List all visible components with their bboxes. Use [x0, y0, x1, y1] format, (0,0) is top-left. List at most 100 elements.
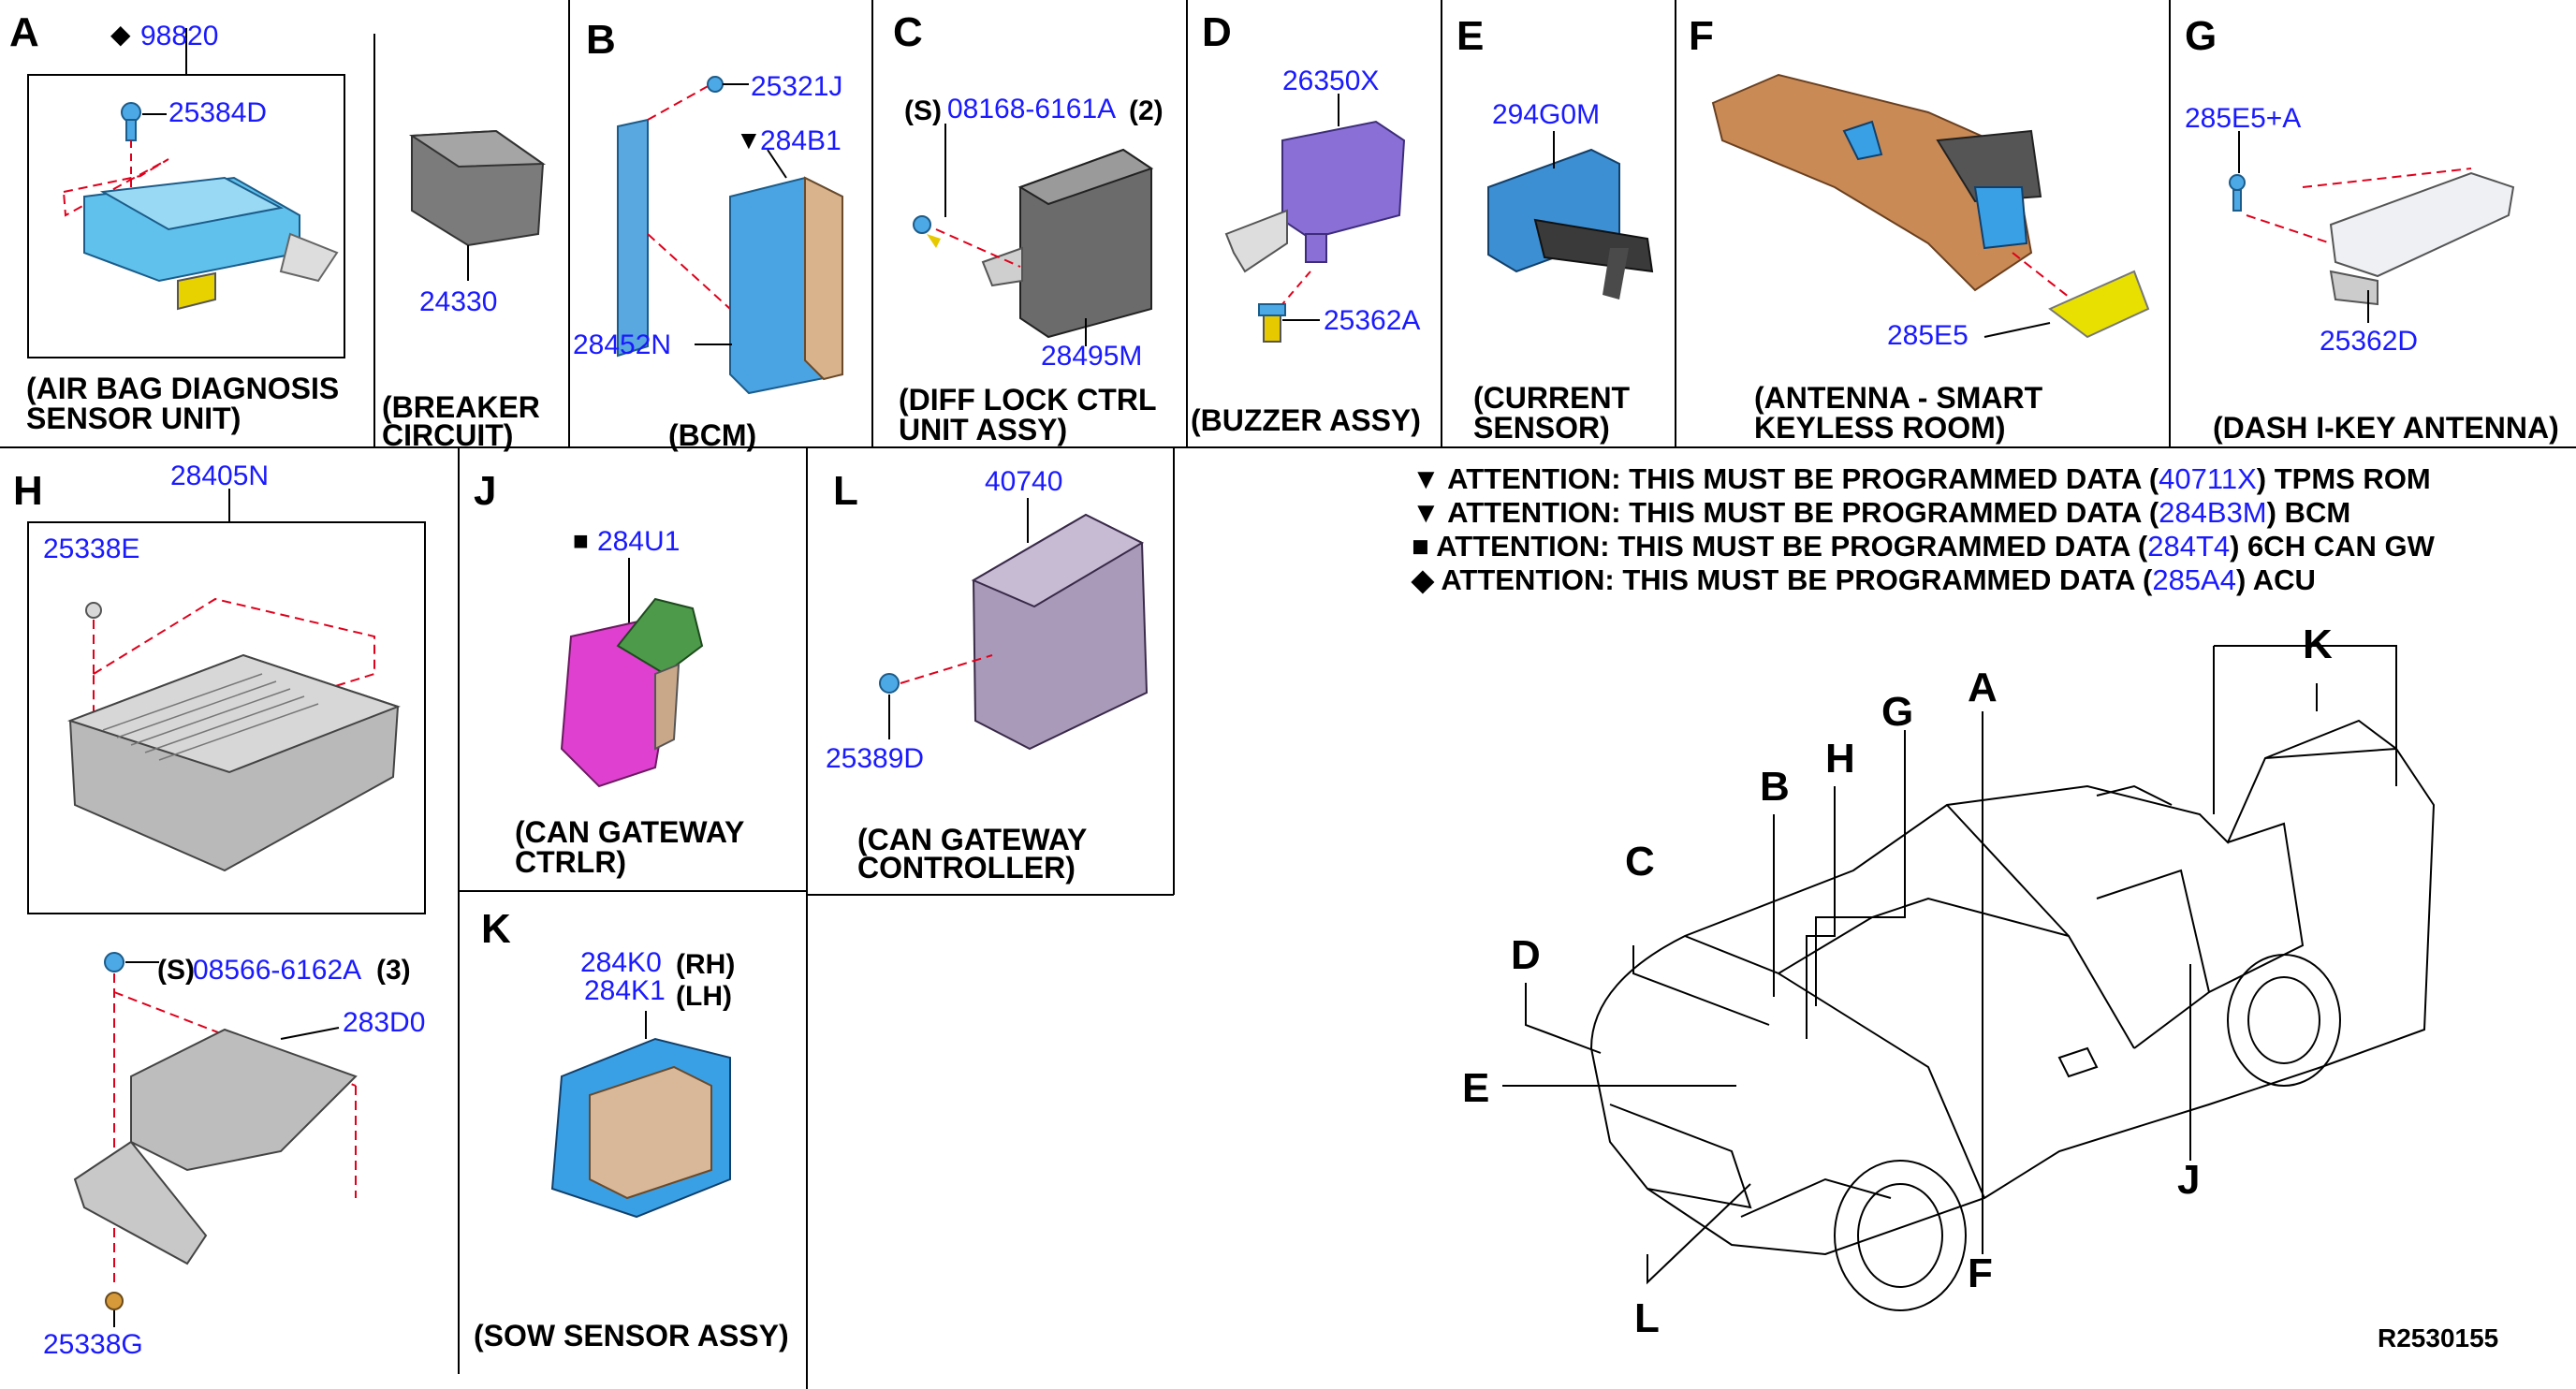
caption-bcm: (BCM) [668, 418, 757, 452]
part-number-26350x[interactable]: 26350X [1282, 66, 1380, 96]
attention-row-3: ■ ATTENTION: THIS MUST BE PROGRAMMED DAT… [1412, 530, 2435, 563]
airbag-sensor-drawing [62, 28, 339, 311]
part-number-25389d[interactable]: 25389D [826, 743, 925, 774]
truck-label-d[interactable]: D [1511, 932, 1541, 978]
part-number-25384d[interactable]: 25384D [168, 97, 268, 128]
section-letter-a: A [9, 9, 39, 55]
triangle-mark-icon: ▼ [1412, 496, 1441, 529]
caption-can-gateway-controller-line1: (CAN GATEWAY [857, 823, 1088, 856]
diff-lock-unit-drawing [913, 124, 1154, 346]
triangle-mark-icon: ▼ [736, 125, 762, 154]
diamond-mark-icon: ◆ [1412, 563, 1434, 596]
truck-label-j[interactable]: J [2177, 1157, 2201, 1203]
caption-diff-lock-line1: (DIFF LOCK CTRL [899, 383, 1157, 417]
bolt-qty-c: (2) [1129, 95, 1164, 126]
part-number-285a4[interactable]: 285A4 [2152, 563, 2236, 596]
can-gateway-ctrlr-drawing [560, 558, 704, 788]
part-number-40740[interactable]: 40740 [985, 466, 1063, 497]
reference-code: R2530155 [2378, 1323, 2499, 1352]
part-number-283d0[interactable]: 283D0 [343, 1007, 426, 1038]
can-gateway-controller-drawing [879, 498, 1149, 751]
caption-breaker-line2: CIRCUIT) [382, 418, 514, 452]
rh-label: (RH) [676, 949, 736, 980]
bolt-prefix-h: (S) [157, 955, 195, 986]
part-number-25362a[interactable]: 25362A [1324, 305, 1421, 336]
part-number-28405n[interactable]: 28405N [170, 461, 270, 491]
part-number-25362d[interactable]: 25362D [2320, 326, 2419, 357]
sow-sensor-drawing [550, 1011, 731, 1219]
part-number-284u1[interactable]: 284U1 [597, 526, 681, 557]
part-number-284b3m[interactable]: 284B3M [2159, 496, 2267, 529]
part-number-285e5[interactable]: 285E5 [1887, 320, 1969, 351]
part-number-25321j[interactable]: 25321J [751, 71, 843, 102]
caption-sow-sensor: (SOW SENSOR ASSY) [474, 1319, 789, 1352]
part-number-08168-6161a[interactable]: 08168-6161A [947, 94, 1117, 124]
square-mark-icon: ■ [1412, 530, 1429, 563]
part-number-284b1[interactable]: 284B1 [760, 125, 842, 156]
part-number-284k1[interactable]: 284K1 [584, 975, 666, 1006]
part-number-28495m[interactable]: 28495M [1041, 341, 1143, 372]
truck-label-l[interactable]: L [1634, 1295, 1660, 1341]
caption-current-sensor-line1: (CURRENT [1473, 381, 1631, 415]
truck-label-c[interactable]: C [1625, 839, 1655, 885]
caption-can-gateway-ctrlr-line2: CTRLR) [515, 845, 627, 879]
caption-antenna-smart-line1: (ANTENNA - SMART [1754, 381, 2043, 415]
square-mark-icon: ■ [573, 526, 589, 555]
part-number-08566-6162a[interactable]: 08566-6162A [193, 955, 362, 986]
part-number-284k0[interactable]: 284K0 [580, 947, 662, 978]
bcm-drawing [617, 76, 843, 395]
section-letter-g: G [2185, 13, 2217, 59]
caption-dash-ikey: (DASH I-KEY ANTENNA) [2213, 411, 2559, 445]
caption-current-sensor-line2: SENSOR) [1473, 411, 1610, 445]
section-letter-f: F [1689, 13, 1714, 59]
smart-keyless-antenna-drawing [1711, 73, 2150, 339]
triangle-mark-icon: ▼ [1412, 462, 1441, 495]
part-number-28452n[interactable]: 28452N [573, 329, 672, 360]
truck-label-a[interactable]: A [1968, 665, 1998, 710]
section-letter-c: C [893, 9, 923, 55]
current-sensor-drawing [1487, 131, 1654, 300]
section-letter-l: L [833, 468, 858, 514]
dash-ikey-antenna-drawing [2229, 131, 2515, 323]
section-letter-b: B [586, 17, 616, 63]
caption-airbag-line1: (AIR BAG DIAGNOSIS [26, 372, 340, 405]
section-letter-d: D [1202, 9, 1232, 55]
part-number-294g0m[interactable]: 294G0M [1492, 99, 1601, 130]
caption-diff-lock-line2: UNIT ASSY) [899, 413, 1068, 446]
truck-label-f[interactable]: F [1968, 1250, 1993, 1296]
truck-label-b[interactable]: B [1760, 764, 1790, 810]
part-number-284t4[interactable]: 284T4 [2147, 530, 2231, 563]
section-letter-e: E [1456, 13, 1485, 59]
attention-row-4: ◆ ATTENTION: THIS MUST BE PROGRAMMED DAT… [1412, 563, 2316, 596]
caption-airbag-line2: SENSOR UNIT) [26, 402, 242, 435]
part-number-285e5-a[interactable]: 285E5+A [2185, 103, 2302, 134]
truck-outline [1589, 719, 2436, 1311]
caption-buzzer: (BUZZER ASSY) [1191, 403, 1421, 437]
part-number-25338g[interactable]: 25338G [43, 1329, 143, 1360]
section-letter-k: K [481, 906, 511, 952]
ecu-28405n-drawing [66, 489, 401, 872]
attention-row-2: ▼ ATTENTION: THIS MUST BE PROGRAMMED DAT… [1412, 496, 2351, 529]
part-number-98820[interactable]: 98820 [140, 21, 219, 51]
bracket-283d0-drawing [73, 952, 358, 1327]
section-letter-j: J [474, 468, 497, 514]
part-number-25338e[interactable]: 25338E [43, 534, 140, 564]
caption-antenna-smart-line2: KEYLESS ROOM) [1754, 411, 2006, 445]
truck-leader-lines [1502, 645, 2397, 1285]
truck-label-g[interactable]: G [1881, 689, 1914, 735]
part-number-40711x[interactable]: 40711X [2159, 462, 2257, 495]
truck-label-e[interactable]: E [1462, 1065, 1490, 1111]
bolt-qty-h: (3) [376, 955, 411, 986]
truck-label-h[interactable]: H [1825, 736, 1855, 782]
section-letter-h: H [13, 468, 43, 514]
truck-label-k[interactable]: K [2303, 621, 2333, 667]
bolt-prefix-c: (S) [904, 95, 942, 126]
part-number-24330[interactable]: 24330 [419, 286, 498, 317]
buzzer-drawing [1224, 94, 1406, 343]
caption-breaker-line1: (BREAKER [382, 390, 540, 424]
diamond-mark-icon: ◆ [110, 20, 131, 49]
attention-row-1: ▼ ATTENTION: THIS MUST BE PROGRAMMED DAT… [1412, 462, 2431, 495]
caption-can-gateway-controller-line2: CONTROLLER) [857, 851, 1076, 885]
breaker-circuit-drawing [408, 129, 547, 281]
